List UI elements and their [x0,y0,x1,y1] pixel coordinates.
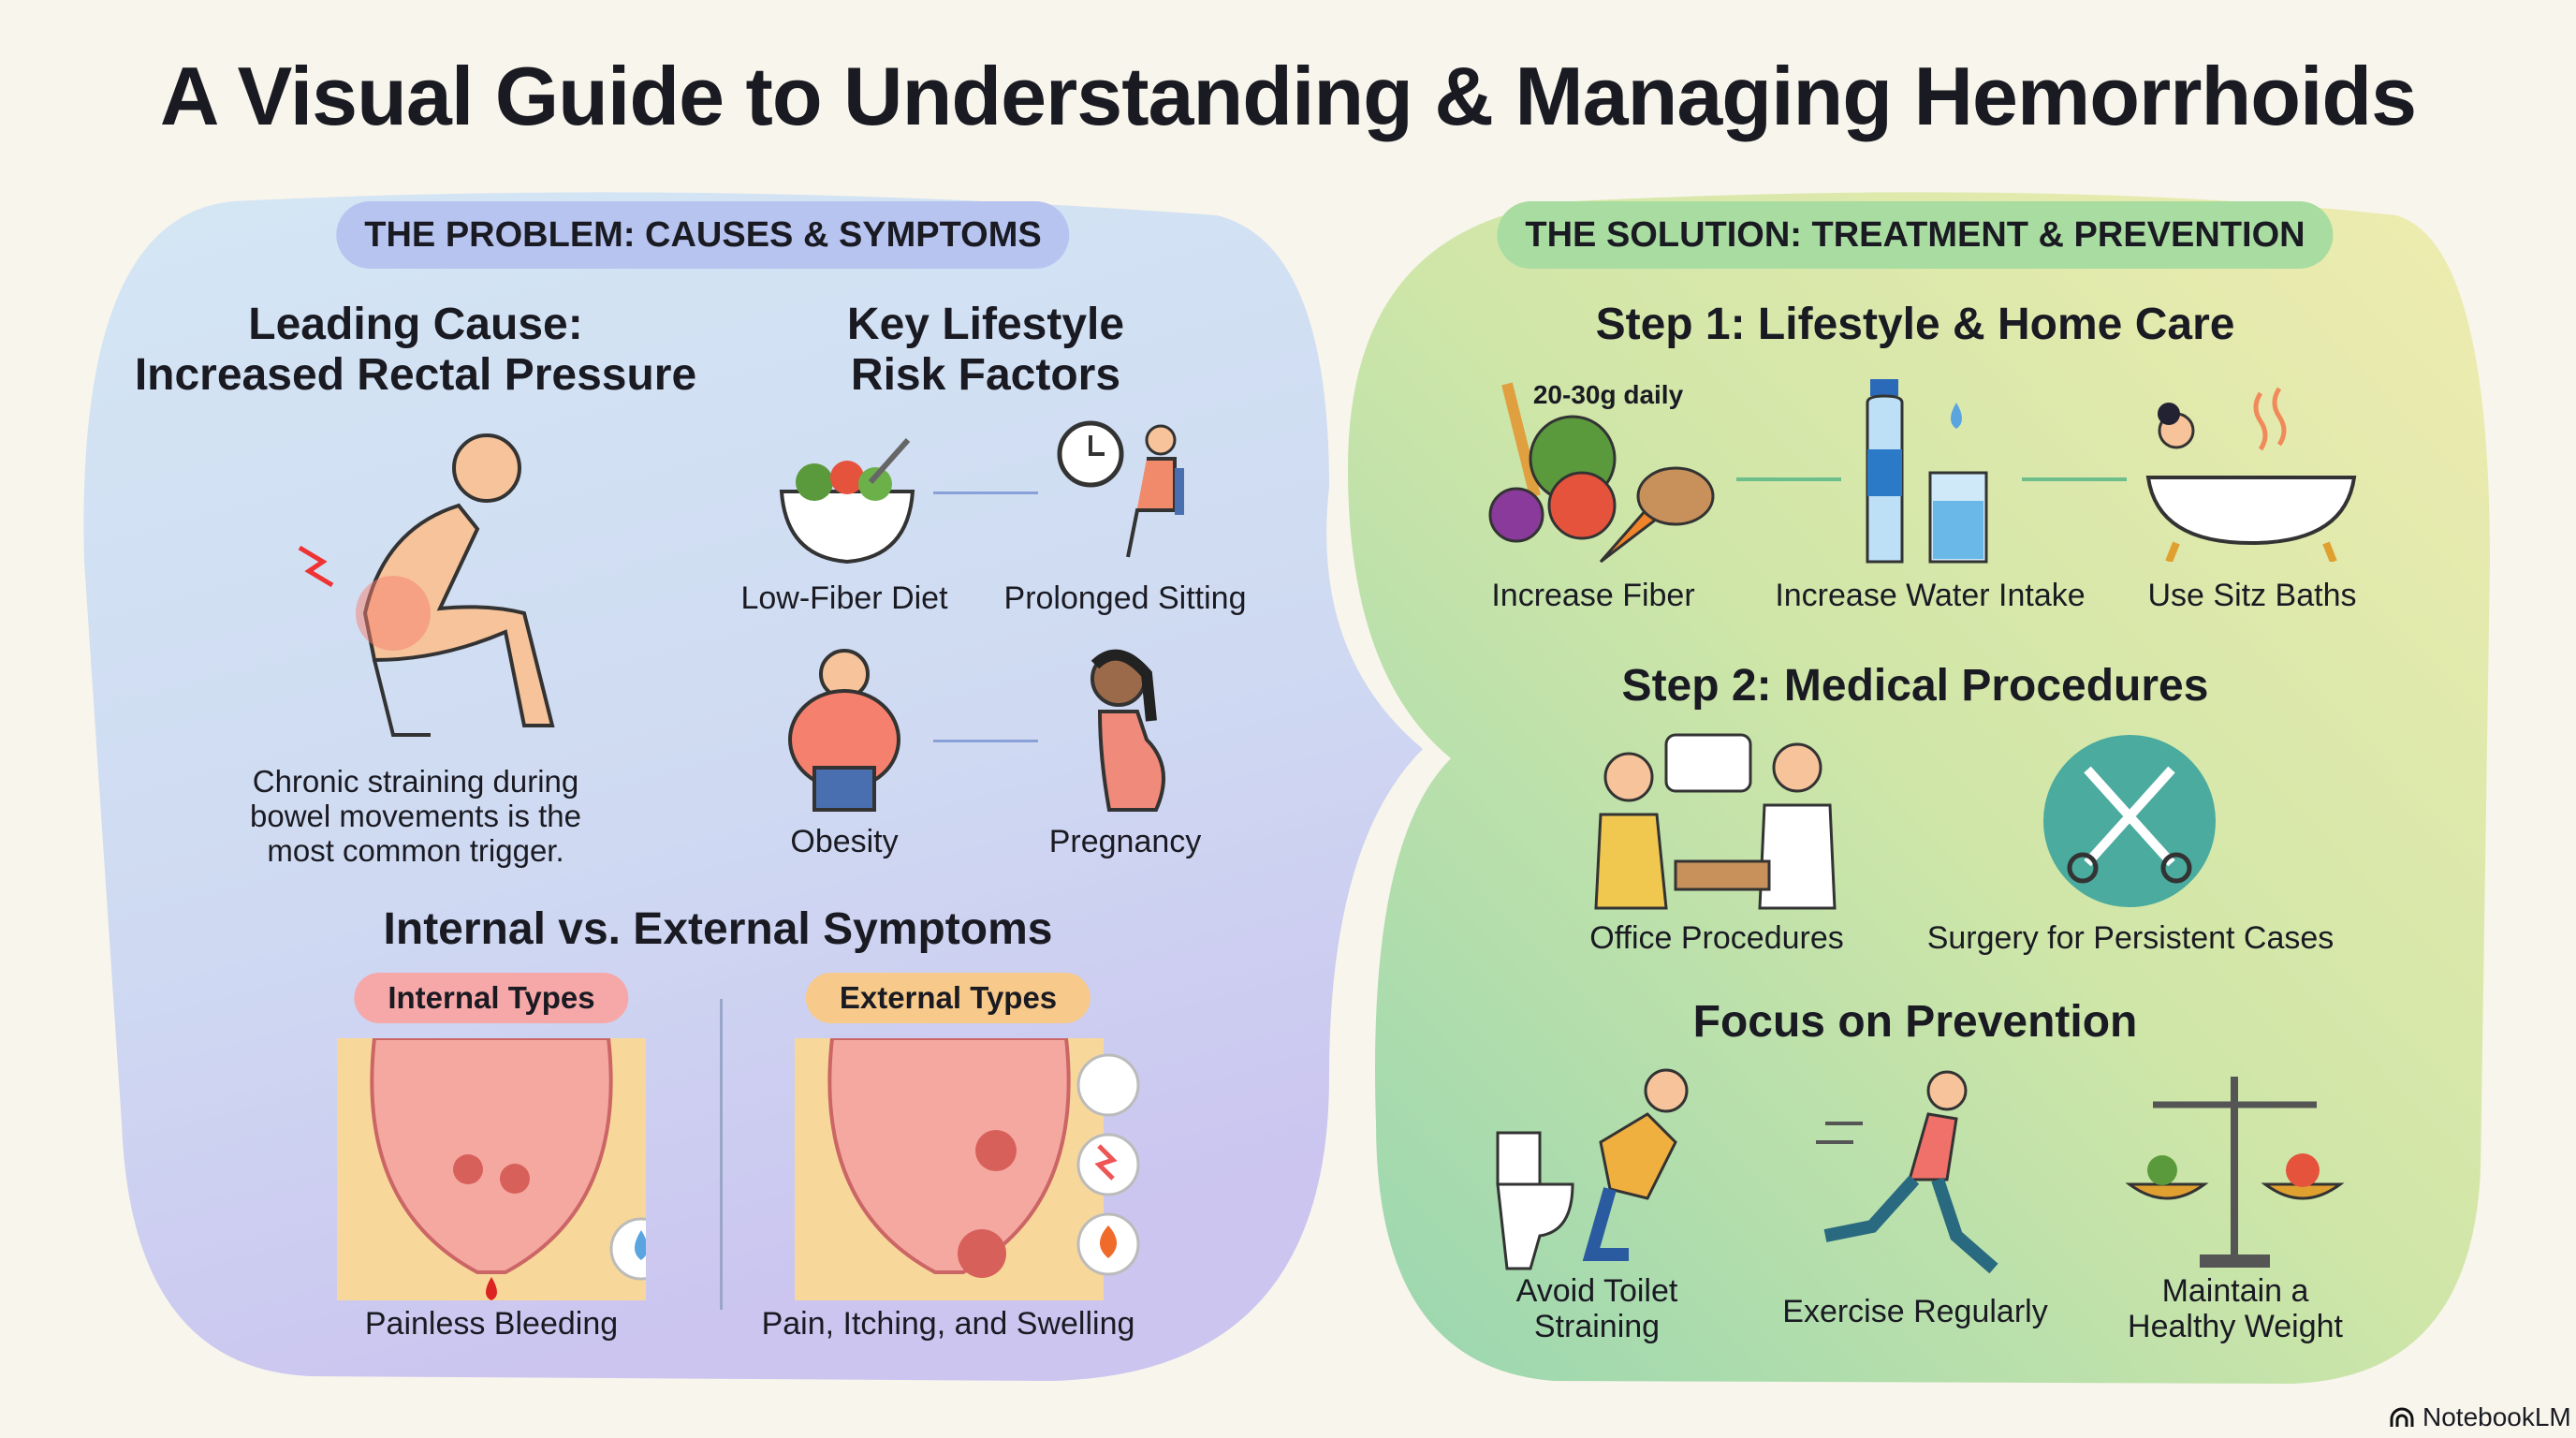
brand-text: NotebookLM [2422,1402,2571,1431]
risk-label: Pregnancy [1048,824,1202,859]
external-hemorrhoid-illustration [795,1038,1140,1300]
connector-line [1736,477,1841,481]
notebooklm-logo-icon [2390,1407,2414,1427]
fiber-note: 20-30g daily [1532,380,1684,409]
external-symptom-label: Pain, Itching, and Swelling [761,1306,1135,1342]
straining-person-icon [298,433,555,737]
connector-line [933,740,1038,742]
problem-section-pill: THE PROBLEM: CAUSES & SYMPTOMS [336,201,1070,269]
risk-label: Obesity [790,824,899,859]
toilet-person-icon [1496,1068,1689,1270]
leading-cause-heading: Leading Cause:Increased Rectal Pressure [134,300,697,400]
water-bottle-glass-icon [1866,379,1988,564]
risk-label: Low-Fiber Diet [740,580,948,616]
balance-scale-icon [2125,1077,2345,1268]
obesity-icon [788,649,900,812]
pregnancy-icon [1090,649,1165,812]
internal-types-tag: Internal Types [354,973,629,1023]
risk-label: Prolonged Sitting [1003,580,1247,616]
surgery-scissors-icon [2043,735,2216,907]
sitz-bath-icon [2145,387,2357,562]
connector-line [2022,477,2127,481]
sitting-clock-icon [1057,420,1184,558]
fiber-foods-icon [1488,382,1715,564]
step1-heading: Step 1: Lifestyle & Home Care [1595,300,2235,349]
step1-label: Increase Water Intake [1775,578,2086,613]
running-person-icon [1816,1070,1998,1274]
internal-hemorrhoid-illustration [337,1038,646,1300]
step1-label: Use Sitz Baths [2147,578,2357,613]
step2-label: Office Procedures [1589,920,1844,956]
step1-label: Increase Fiber [1491,578,1695,613]
salad-bowl-icon [779,438,915,565]
external-types-tag: External Types [805,973,1091,1023]
doctor-consultation-icon [1594,733,1837,910]
step2-label: Surgery for Persistent Cases [1926,920,2334,956]
internal-symptom-label: Painless Bleeding [364,1306,619,1342]
divider [720,999,723,1310]
prevention-heading: Focus on Prevention [1692,997,2138,1047]
step2-heading: Step 2: Medical Procedures [1621,661,2209,711]
notebooklm-brand: NotebookLM [2389,1402,2571,1432]
solution-section-pill: THE SOLUTION: TREATMENT & PREVENTION [1497,201,2334,269]
page-title: A Visual Guide to Understanding & Managi… [159,50,2417,142]
connector-line [933,492,1038,494]
symptoms-heading: Internal vs. External Symptoms [383,904,1053,954]
prevention-label: Exercise Regularly [1782,1294,2048,1329]
